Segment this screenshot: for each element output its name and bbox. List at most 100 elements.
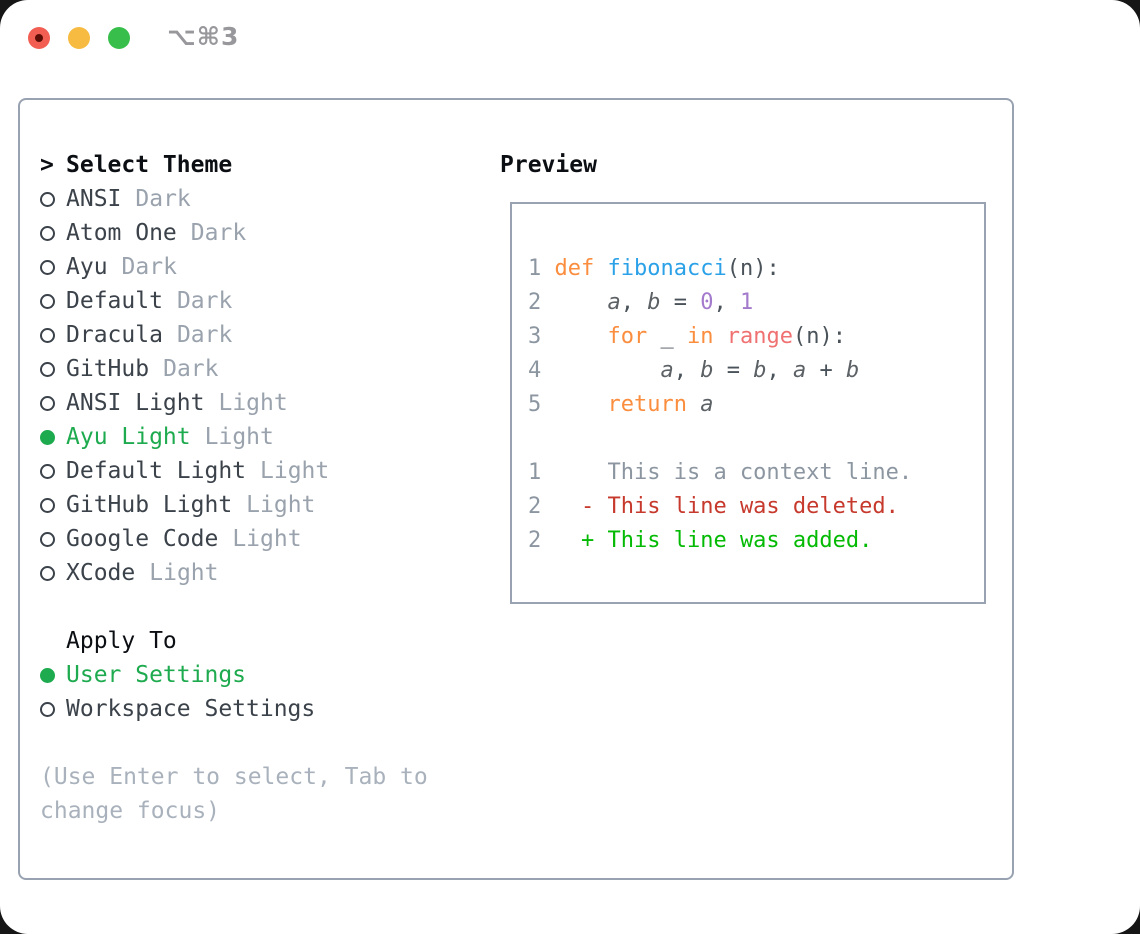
radio-selected-icon (40, 429, 66, 445)
theme-list-header: >Select Theme (40, 148, 428, 182)
selection-arrow-icon: > (40, 148, 66, 182)
theme-name: XCode (66, 560, 136, 586)
theme-option-google-code[interactable]: Google Code Light (40, 522, 428, 556)
theme-name: Default Light (66, 458, 247, 484)
code-token-pl: (n): (726, 256, 780, 281)
radio-glyph (40, 293, 55, 309)
close-button[interactable] (28, 27, 50, 49)
theme-name: Atom One (66, 220, 177, 246)
theme-variant-badge: Dark (176, 288, 233, 314)
theme-variant-badge: Light (232, 526, 302, 552)
code-blank-line (528, 422, 912, 456)
code-token-ln: 2 (528, 494, 542, 519)
radio-circle-icon (40, 191, 66, 207)
code-token-pl (687, 392, 700, 417)
code-line: 4 a, b = b, a + b (528, 354, 912, 388)
theme-name: Ayu Light (66, 424, 191, 450)
apply-option-label: Workspace Settings (66, 696, 316, 722)
code-token-pl (594, 256, 607, 281)
code-line: 2 - This line was deleted. (528, 490, 912, 524)
radio-circle-icon (40, 497, 66, 513)
code-token-id: a (792, 358, 807, 383)
theme-option-default-light[interactable]: Default Light Light (40, 454, 428, 488)
theme-name: GitHub Light (66, 492, 233, 518)
code-token-ln: 4 (528, 358, 542, 383)
close-dot-icon (35, 34, 43, 42)
code-token-pl: = (713, 358, 754, 383)
minimize-button[interactable] (68, 27, 90, 49)
radio-glyph (40, 463, 55, 479)
theme-variant-badge: Light (218, 390, 288, 416)
apply-to-title: Apply To (66, 628, 177, 654)
code-token-ctx: This is a context line. (607, 460, 913, 485)
code-line: 2 a, b = 0, 1 (528, 286, 912, 320)
radio-circle-icon (40, 463, 66, 479)
hint-line-1: (Use Enter to select, Tab to (40, 764, 428, 790)
code-token-id: b (647, 290, 661, 315)
apply-option-workspace-settings[interactable]: Workspace Settings (40, 692, 428, 726)
theme-variant-badge: Dark (163, 356, 219, 382)
code-token-ln: 1 (528, 460, 542, 485)
spacer-row (40, 590, 428, 624)
code-token-pl (541, 528, 581, 553)
radio-circle-icon (40, 395, 66, 411)
code-token-pl: + (806, 358, 846, 383)
code-token-pl: = (660, 290, 701, 315)
apply-option-user-settings[interactable]: User Settings (40, 658, 428, 692)
radio-glyph (40, 701, 55, 717)
theme-option-ayu-light[interactable]: Ayu Light Light (40, 420, 428, 454)
code-token-ln: 3 (528, 324, 542, 349)
code-token-kw: def (554, 256, 595, 281)
code-token-num: 1 (739, 290, 754, 315)
radio-glyph (40, 429, 55, 445)
theme-option-atom-one[interactable]: Atom One Dark (40, 216, 428, 250)
radio-glyph (40, 327, 55, 343)
zoom-button[interactable] (108, 27, 130, 49)
radio-glyph (40, 667, 55, 683)
radio-circle-icon (40, 225, 66, 241)
code-token-ln: 2 (528, 528, 542, 553)
theme-variant-badge: Dark (135, 186, 191, 212)
theme-variant-badge: Light (260, 458, 330, 484)
code-token-pl (713, 324, 726, 349)
theme-variant-badge: Dark (190, 220, 247, 246)
radio-glyph (40, 497, 55, 513)
code-token-fn: fibonacci (607, 256, 727, 281)
radio-glyph (40, 565, 55, 581)
code-token-pl (541, 324, 607, 349)
radio-circle-icon (40, 327, 66, 343)
apply-to-header: Apply To (40, 624, 428, 658)
code-token-pl: _ (647, 324, 687, 349)
theme-variant-badge: Dark (121, 254, 177, 280)
spacer-row (40, 726, 428, 760)
radio-circle-icon (40, 259, 66, 275)
hint-line-2: change focus) (40, 798, 221, 824)
theme-name: Dracula (66, 322, 163, 348)
radio-circle-icon (40, 565, 66, 581)
theme-name: Google Code (66, 526, 219, 552)
theme-option-dracula[interactable]: Dracula Dark (40, 318, 428, 352)
code-token-pl: , (673, 358, 701, 383)
radio-selected-icon (40, 667, 66, 683)
radio-glyph (40, 531, 55, 547)
theme-variant-badge: Light (204, 424, 274, 450)
code-token-pl (541, 358, 660, 383)
radio-circle-icon (40, 293, 66, 309)
code-token-del: - This line was deleted. (581, 494, 899, 519)
theme-option-ansi[interactable]: ANSI Dark (40, 182, 428, 216)
code-token-id: b (700, 358, 714, 383)
code-token-kw: for (607, 324, 648, 349)
theme-name: ANSI (66, 186, 122, 212)
code-token-rng: range (726, 324, 793, 349)
theme-variant-badge: Dark (176, 322, 233, 348)
code-line: 3 for _ in range(n): (528, 320, 912, 354)
